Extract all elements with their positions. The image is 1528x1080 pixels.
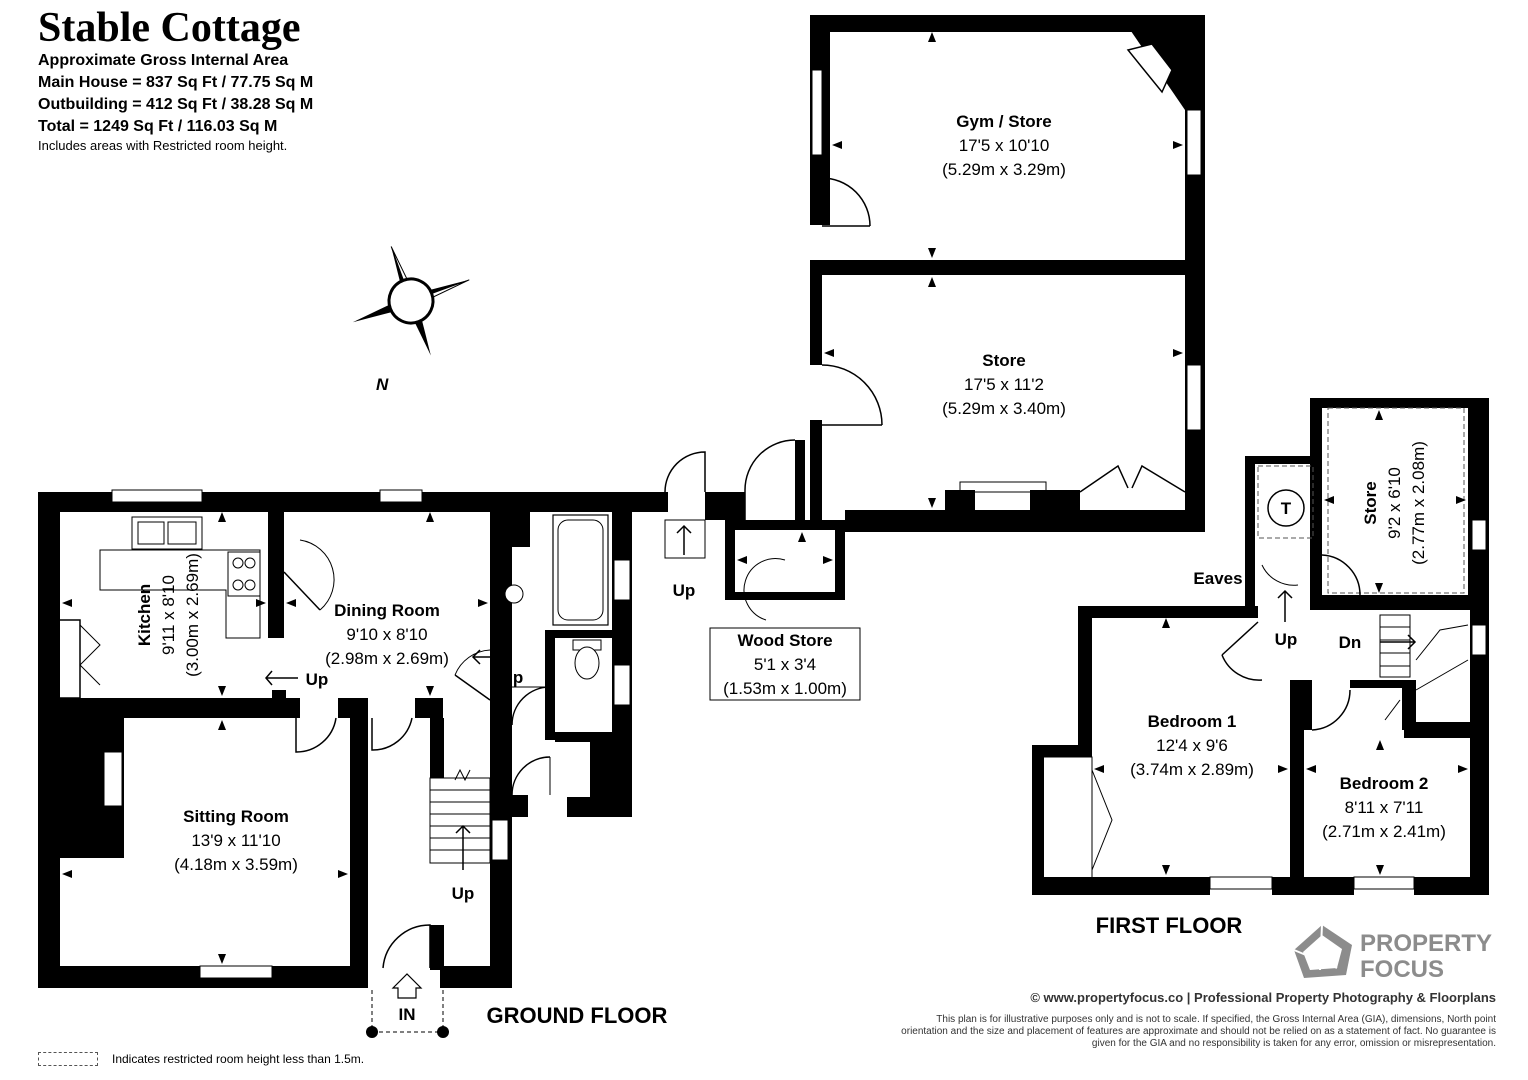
property-title: Stable Cottage bbox=[38, 5, 301, 51]
kitchen-name: Kitchen bbox=[135, 584, 154, 646]
compass-north-label: N bbox=[376, 375, 389, 394]
area-outbuilding: Outbuilding = 412 Sq Ft / 38.28 Sq M bbox=[38, 96, 314, 113]
plan-header: Stable Cottage Approximate Gross Interna… bbox=[38, 6, 313, 154]
outbuilding-store-imperial: 17'5 x 11'2 bbox=[964, 375, 1044, 394]
bedroom-2-name: Bedroom 2 bbox=[1340, 774, 1429, 793]
restricted-height-swatch bbox=[38, 1052, 98, 1066]
wood-store-metric: (1.53m x 1.00m) bbox=[723, 679, 847, 698]
porch-up-label: Up bbox=[673, 581, 696, 600]
eaves-label: Eaves bbox=[1193, 569, 1242, 588]
stairs-up-label: Up bbox=[452, 884, 475, 903]
property-focus-logo-icon: PROPERTY FOCUS bbox=[1293, 924, 1492, 983]
entrance-label: IN bbox=[399, 1005, 416, 1024]
sitting-room-metric: (4.18m x 3.59m) bbox=[174, 855, 298, 874]
bedroom-2-imperial: 8'11 x 7'11 bbox=[1345, 798, 1424, 817]
outbuilding-store-name: Store bbox=[982, 351, 1025, 370]
dining-room-name: Dining Room bbox=[334, 601, 440, 620]
landing-up-label: Up bbox=[1275, 630, 1298, 649]
first-floor-store-imperial: 9'2 x 6'10 bbox=[1385, 467, 1404, 539]
ground-floor bbox=[38, 451, 745, 1038]
kitchen-imperial: 9'11 x 8'10 bbox=[159, 575, 178, 655]
disclaimer-text: This plan is for illustrative purposes o… bbox=[901, 1014, 1496, 1049]
water-tank-label: T bbox=[1281, 499, 1292, 518]
area-subtitle: Approximate Gross Internal Area bbox=[38, 52, 289, 69]
restricted-height-legend: Indicates restricted room height less th… bbox=[38, 1052, 364, 1066]
bathroom-up-label: Up bbox=[501, 668, 524, 687]
kitchen-up-label: Up bbox=[306, 670, 329, 689]
bedroom-1-name: Bedroom 1 bbox=[1148, 712, 1237, 731]
wood-store-name: Wood Store bbox=[737, 631, 832, 650]
first-floor-store-metric: (2.77m x 2.08m) bbox=[1409, 441, 1428, 565]
dining-room-imperial: 9'10 x 8'10 bbox=[346, 625, 427, 644]
sitting-room-name: Sitting Room bbox=[183, 807, 289, 826]
area-total: Total = 1249 Sq Ft / 116.03 Sq M bbox=[38, 118, 278, 135]
compass-rose-icon: N bbox=[352, 246, 470, 394]
bedroom-1-metric: (3.74m x 2.89m) bbox=[1130, 760, 1254, 779]
first-floor bbox=[1032, 398, 1489, 895]
brand-line-2: FOCUS bbox=[1360, 956, 1444, 983]
wood-store bbox=[709, 439, 861, 701]
bedroom-1-imperial: 12'4 x 9'6 bbox=[1156, 736, 1228, 755]
copyright-credit: © www.propertyfocus.co | Professional Pr… bbox=[1030, 990, 1496, 1005]
stairs-down-label: Dn bbox=[1339, 633, 1362, 652]
gym-store-metric: (5.29m x 3.29m) bbox=[942, 160, 1066, 179]
first-floor-store-name: Store bbox=[1361, 481, 1380, 524]
dining-room-metric: (2.98m x 2.69m) bbox=[325, 649, 449, 668]
first-floor-label: FIRST FLOOR bbox=[1096, 913, 1243, 938]
brand-line-1: PROPERTY bbox=[1360, 930, 1492, 957]
legend-text: Indicates restricted room height less th… bbox=[112, 1052, 365, 1066]
gym-store-name: Gym / Store bbox=[956, 112, 1051, 131]
ground-floor-label: GROUND FLOOR bbox=[487, 1003, 668, 1028]
kitchen-metric: (3.00m x 2.69m) bbox=[183, 553, 202, 677]
area-main-house: Main House = 837 Sq Ft / 77.75 Sq M bbox=[38, 74, 314, 91]
bedroom-2-metric: (2.71m x 2.41m) bbox=[1322, 822, 1446, 841]
restricted-height-note: Includes areas with Restricted room heig… bbox=[38, 138, 288, 153]
outbuilding-store-metric: (5.29m x 3.40m) bbox=[942, 399, 1066, 418]
gym-store-imperial: 17'5 x 10'10 bbox=[959, 136, 1050, 155]
wood-store-imperial: 5'1 x 3'4 bbox=[754, 655, 816, 674]
sitting-room-imperial: 13'9 x 11'10 bbox=[191, 831, 280, 850]
outbuilding bbox=[810, 15, 1205, 532]
